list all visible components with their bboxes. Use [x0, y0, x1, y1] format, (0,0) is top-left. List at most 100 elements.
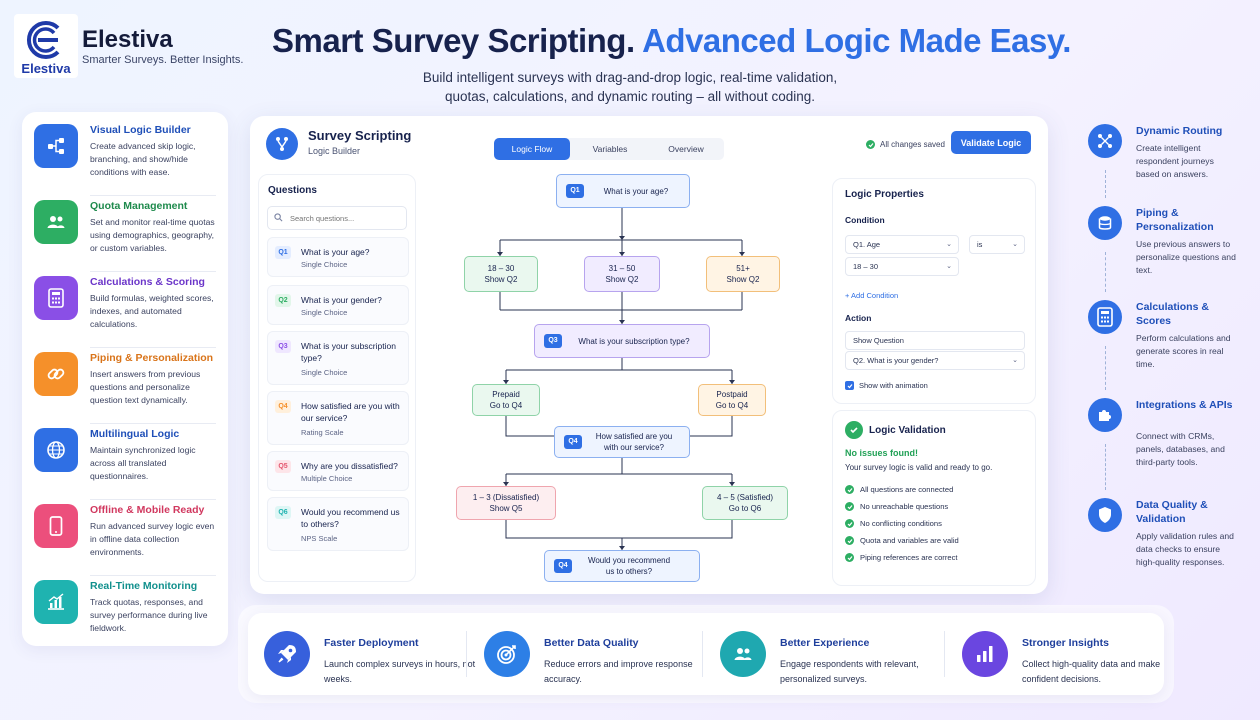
question-type: Multiple Choice: [301, 474, 353, 483]
benefit-desc: Collect high-quality data and make confi…: [1022, 659, 1161, 684]
logic-flow-canvas: Q1 What is your age? 18 – 30 Show Q2 31 …: [416, 174, 830, 592]
right-feature-title: Data Quality & Validation: [1136, 499, 1208, 525]
right-feature-desc: Apply validation rules and data checks t…: [1136, 531, 1234, 567]
flow-node-satisfied[interactable]: 4 – 5 (Satisfied) Go to Q6: [702, 486, 788, 520]
shield-icon: [1088, 498, 1122, 532]
check-circle-icon: [845, 519, 854, 528]
logic-validation-heading: Logic Validation: [869, 425, 946, 436]
node-badge: Q1: [566, 184, 584, 198]
flow-node-dissatisfied[interactable]: 1 – 3 (Dissatisfied) Show Q5: [456, 486, 556, 520]
benefit-title: Stronger Insights: [1022, 637, 1109, 649]
flow-node-age-51-plus[interactable]: 51+ Show Q2: [706, 256, 780, 292]
action-target-select[interactable]: Q2. What is your gender?⌄: [845, 351, 1025, 370]
node-line1: 18 – 30: [487, 264, 515, 273]
select-value: Show Question: [853, 336, 904, 345]
select-value: Q1. Age: [853, 240, 881, 249]
tab-logic-flow[interactable]: Logic Flow: [494, 138, 570, 160]
flow-node-q1[interactable]: Q1 What is your age?: [556, 174, 690, 208]
question-text: What is your subscription type?: [301, 341, 396, 363]
question-item[interactable]: Q6 Would you recommend us to others? NPS S…: [267, 497, 409, 551]
right-feature-title: Integrations & APIs: [1136, 399, 1233, 411]
select-value: Q2. What is your gender?: [853, 356, 939, 365]
check-circle-icon: [845, 421, 863, 439]
globe-icon: [34, 428, 78, 472]
questions-heading: Questions: [268, 185, 317, 196]
tab-overview[interactable]: Overview: [668, 144, 704, 154]
question-badge: Q6: [275, 506, 291, 519]
hero-subhead: Build intelligent surveys with drag-and-…: [380, 68, 880, 106]
question-text: Would you recommend us to others?: [301, 507, 400, 529]
logic-validation-panel: Logic Validation No issues found! Your s…: [832, 410, 1036, 586]
benefit-title: Faster Deployment: [324, 637, 419, 649]
divider: [702, 631, 703, 677]
flow-node-q3[interactable]: Q3 What is your subscription type?: [534, 324, 710, 358]
condition-value-select[interactable]: 18 – 30⌄: [845, 257, 959, 276]
question-type: Rating Scale: [301, 428, 344, 437]
search-questions-input[interactable]: [267, 206, 407, 230]
feature-title: Multilingual Logic: [90, 428, 180, 440]
validation-check-item: Piping references are correct: [845, 553, 958, 562]
chevron-down-icon: ⌄: [946, 263, 952, 270]
node-line1: 4 – 5 (Satisfied): [716, 493, 774, 502]
validation-check-item: No unreachable questions: [845, 502, 948, 511]
question-type: Single Choice: [301, 368, 348, 377]
condition-operator-select[interactable]: is⌄: [969, 235, 1025, 254]
node-line2: Go to Q6: [728, 504, 762, 513]
node-line1: 51+: [736, 264, 750, 273]
benefit-title: Better Data Quality: [544, 637, 639, 649]
node-line1: Prepaid: [492, 390, 520, 399]
validate-logic-button[interactable]: Validate Logic: [951, 131, 1031, 154]
dashed-connector: [1105, 252, 1106, 292]
check-circle-icon: [866, 140, 875, 149]
flow-node-age-18-30[interactable]: 18 – 30 Show Q2: [464, 256, 538, 292]
node-text: What is your age?: [603, 186, 669, 196]
phone-icon: [34, 504, 78, 548]
question-type: NPS Scale: [301, 534, 338, 543]
condition-question-select[interactable]: Q1. Age⌄: [845, 235, 959, 254]
benefit-desc: Launch complex surveys in hours, not wee…: [324, 659, 476, 684]
checkbox-checked-icon: [845, 381, 854, 390]
branch-icon: [266, 128, 298, 160]
feature-desc: Track quotas, responses, and survey perf…: [90, 597, 208, 633]
flow-node-prepaid[interactable]: Prepaid Go to Q4: [472, 384, 540, 416]
validation-check-text: All questions are connected: [860, 485, 954, 494]
brand-logo: Elestiva: [14, 14, 78, 78]
feature-desc: Insert answers from previous questions a…: [90, 369, 201, 405]
right-feature-title: Piping & Personalization: [1136, 207, 1214, 233]
check-circle-icon: [845, 536, 854, 545]
flow-node-q6[interactable]: Q4 Would you recommend us to others?: [544, 550, 700, 582]
feature-desc: Run advanced survey logic even in offlin…: [90, 521, 215, 557]
logo-mark-icon: [26, 21, 60, 59]
flow-node-age-31-50[interactable]: 31 – 50 Show Q2: [584, 256, 660, 292]
node-line2: Show Q2: [605, 275, 639, 284]
right-feature-desc: Use previous answers to personalize ques…: [1136, 239, 1236, 275]
question-text: What is your gender?: [301, 295, 382, 305]
dashed-connector: [1105, 170, 1106, 198]
node-text: What is your subscription type?: [578, 336, 690, 346]
action-select[interactable]: Show Question: [845, 331, 1025, 350]
node-line2: Show Q5: [489, 504, 523, 513]
flow-node-postpaid[interactable]: Postpaid Go to Q4: [698, 384, 766, 416]
validation-check-item: All questions are connected: [845, 485, 953, 494]
logic-properties-heading: Logic Properties: [845, 189, 924, 200]
node-line1: 31 – 50: [608, 264, 636, 273]
show-animation-checkbox[interactable]: Show with animation: [845, 381, 928, 390]
flow-node-q4[interactable]: Q4 How satisfied are you with our servic…: [554, 426, 690, 458]
tab-variables[interactable]: Variables: [592, 144, 628, 154]
divider: [90, 423, 216, 424]
check-circle-icon: [845, 485, 854, 494]
add-condition-link[interactable]: + Add Condition: [845, 291, 899, 300]
chevron-down-icon: ⌄: [1012, 241, 1018, 248]
action-label: Action: [845, 313, 872, 323]
